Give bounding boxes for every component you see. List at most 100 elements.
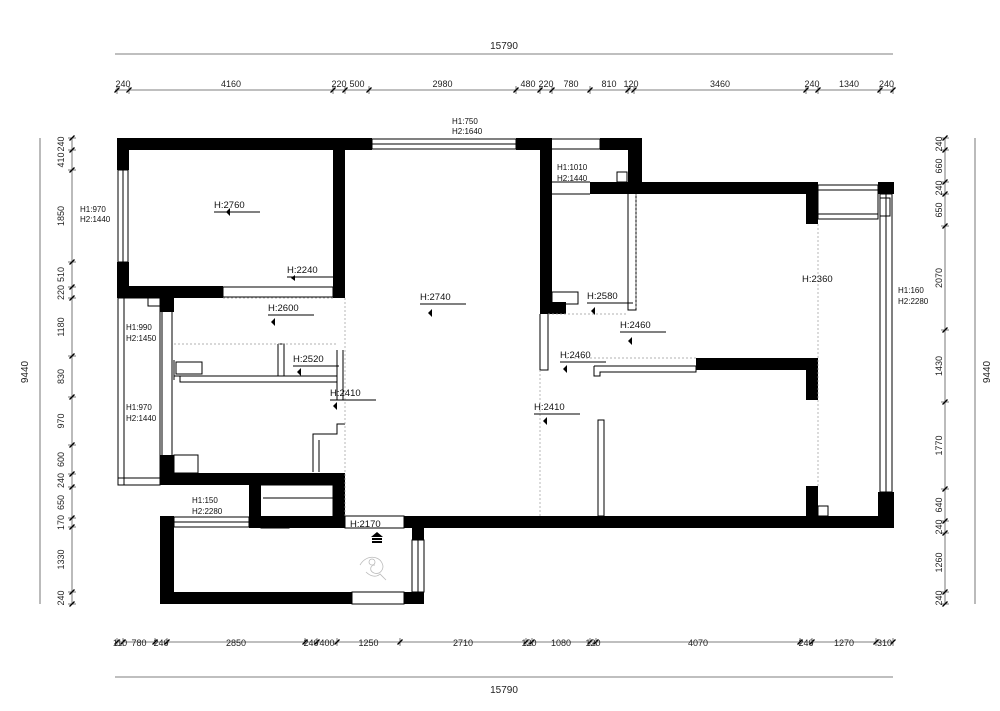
dim-tick-slash bbox=[942, 135, 948, 141]
dim-tick-slash bbox=[529, 639, 535, 645]
dim-tick-slash bbox=[942, 147, 948, 153]
dim-tick-slash bbox=[69, 484, 75, 490]
svg-text:H:2740: H:2740 bbox=[420, 292, 451, 303]
dim-tick-slash bbox=[69, 515, 75, 521]
dim-tick-slash bbox=[942, 191, 948, 197]
top-dim-label: 220 bbox=[538, 79, 553, 89]
dashed-lines bbox=[174, 194, 819, 516]
dim-tick-slash bbox=[587, 87, 593, 93]
dim-tick-slash bbox=[890, 87, 896, 93]
left-dim-label: 600 bbox=[56, 452, 66, 467]
dim-tick-slash bbox=[523, 639, 529, 645]
right-dim-label: 240 bbox=[934, 519, 944, 534]
window-top-h1: H1:750 bbox=[452, 117, 478, 126]
dim-tick-slash bbox=[69, 471, 75, 477]
dim-tick-slash bbox=[69, 524, 75, 530]
dim-tick-slash bbox=[330, 87, 336, 93]
dim-tick-slash bbox=[314, 639, 320, 645]
height-marker: H:2170 bbox=[350, 519, 381, 530]
right-dim-label: 240 bbox=[934, 590, 944, 605]
dim-tick-slash bbox=[69, 259, 75, 265]
dim-tick-slash bbox=[164, 639, 170, 645]
dim-tick-slash bbox=[549, 87, 555, 93]
svg-text:H:2460: H:2460 bbox=[620, 320, 651, 331]
dim-tick-slash bbox=[397, 639, 403, 645]
dim-tick-slash bbox=[69, 284, 75, 290]
dim-tick-slash bbox=[366, 87, 372, 93]
dim-tick-slash bbox=[69, 589, 75, 595]
dim-tick-slash bbox=[69, 295, 75, 301]
dim-tick-slash bbox=[593, 639, 599, 645]
walls bbox=[117, 138, 894, 604]
top-dim-label: 480 bbox=[520, 79, 535, 89]
height-marker: H:2410 bbox=[534, 402, 580, 425]
window-left1-h1: H1:970 bbox=[80, 205, 106, 214]
dim-tick-slash bbox=[114, 639, 120, 645]
dim-tick-slash bbox=[69, 442, 75, 448]
bottom-dim-label: 4070 bbox=[688, 638, 708, 648]
right-dim-label: 2070 bbox=[934, 268, 944, 288]
right-dim-label: 650 bbox=[934, 202, 944, 217]
top-dim-label: 3460 bbox=[710, 79, 730, 89]
entrance-arrow-icon bbox=[371, 532, 383, 543]
dim-tick-slash bbox=[69, 147, 75, 153]
window-left2-h1: H1:990 bbox=[126, 323, 152, 332]
dim-tick-slash bbox=[334, 639, 340, 645]
left-dim-label: 1330 bbox=[56, 549, 66, 569]
total-height-left: 9440 bbox=[20, 360, 31, 383]
dim-tick-slash bbox=[877, 87, 883, 93]
left-dim-label: 240 bbox=[56, 590, 66, 605]
dim-tick-slash bbox=[942, 601, 948, 607]
height-marker: H:2240 bbox=[287, 265, 333, 281]
bottom-dim-label: 110 bbox=[113, 638, 127, 648]
window-right-h2: H2:2280 bbox=[898, 297, 929, 306]
dim-tick-slash bbox=[809, 639, 815, 645]
dim-tick-slash bbox=[69, 601, 75, 607]
dim-tick-slash bbox=[513, 87, 519, 93]
dim-tick-slash bbox=[797, 639, 803, 645]
bottom-dim-label: 1250 bbox=[358, 638, 378, 648]
dim-tick-slash bbox=[587, 639, 593, 645]
dim-tick-slash bbox=[942, 518, 948, 524]
dim-tick-slash bbox=[69, 394, 75, 400]
dim-tick-slash bbox=[625, 87, 631, 93]
bottom-dim-label: 400 bbox=[319, 638, 334, 648]
bottom-dim-label: 310 bbox=[877, 638, 892, 648]
dim-tick-slash bbox=[942, 530, 948, 536]
top-dim-label: 4160 bbox=[221, 79, 241, 89]
window-right-h1: H1:160 bbox=[898, 286, 924, 295]
bottom-dim-label: 240 bbox=[798, 638, 813, 648]
right-dim-label: 240 bbox=[934, 180, 944, 195]
height-marker: H:2580 bbox=[587, 291, 633, 315]
top-dim-label: 2980 bbox=[432, 79, 452, 89]
bottom-dim-label: 120 bbox=[585, 638, 600, 648]
svg-text:H:2580: H:2580 bbox=[587, 291, 618, 302]
dim-tick-slash bbox=[152, 639, 158, 645]
left-dim-label: 170 bbox=[56, 515, 66, 530]
dim-tick-slash bbox=[942, 179, 948, 185]
dim-tick-slash bbox=[942, 223, 948, 229]
bottom-dim-label: 240 bbox=[153, 638, 168, 648]
dim-tick-slash bbox=[803, 87, 809, 93]
height-marker: H:2760 bbox=[214, 200, 260, 216]
dim-tick-slash bbox=[942, 327, 948, 333]
right-dim-label: 640 bbox=[934, 497, 944, 512]
total-width-top: 15790 bbox=[490, 41, 518, 52]
dim-tick-slash bbox=[537, 87, 543, 93]
top-dim-label: 780 bbox=[563, 79, 578, 89]
dim-tick-slash bbox=[120, 639, 126, 645]
dim-tick-slash bbox=[873, 639, 879, 645]
thin-elements bbox=[117, 138, 893, 605]
dim-tick-slash bbox=[942, 486, 948, 492]
window-bottom-h2: H2:2280 bbox=[192, 507, 223, 516]
svg-text:H:2460: H:2460 bbox=[560, 350, 591, 361]
bottom-dim-label: 780 bbox=[131, 638, 146, 648]
bottom-dim-label: 1080 bbox=[551, 638, 571, 648]
window-left3-h1: H1:970 bbox=[126, 403, 152, 412]
window-bottom-h1: H1:150 bbox=[192, 496, 218, 505]
top-dim-label: 240 bbox=[115, 79, 130, 89]
bottom-dim-label: 240 bbox=[303, 638, 318, 648]
bottom-dim-label: 2850 bbox=[226, 638, 246, 648]
